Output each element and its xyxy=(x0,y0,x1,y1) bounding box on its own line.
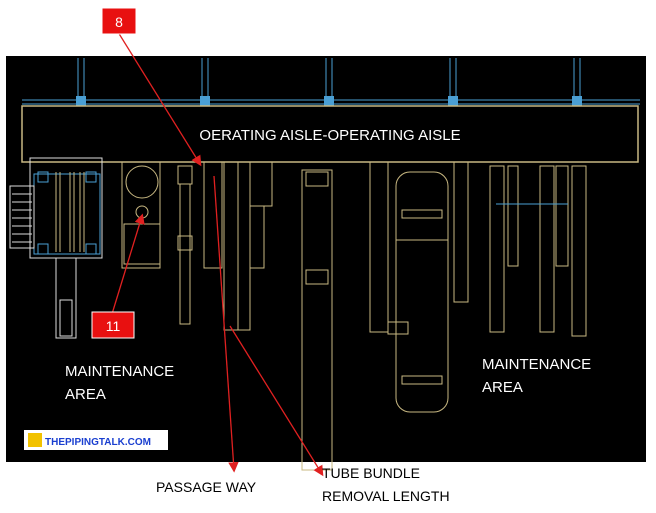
callout-8: 8 xyxy=(101,7,137,35)
maintenance-area-right-line1: MAINTENANCE xyxy=(482,356,591,373)
operating-aisle xyxy=(21,105,639,163)
watermark: THEPIPINGTALK.COM xyxy=(24,430,168,450)
tube-bundle-label-line2: REMOVAL LENGTH xyxy=(322,488,450,504)
maintenance-area-left-line2: AREA xyxy=(65,386,106,403)
tube-bundle-label-line1: TUBE BUNDLE xyxy=(322,465,420,481)
callout-11-number: 11 xyxy=(106,318,121,334)
callout-11: 11 xyxy=(91,311,135,339)
callout-8-number: 8 xyxy=(115,14,123,30)
leader-lines xyxy=(111,31,324,477)
svg-text:THEPIPINGTALK.COM: THEPIPINGTALK.COM xyxy=(45,437,151,448)
passage-way-label: PASSAGE WAY xyxy=(156,479,257,495)
maintenance-area-right-line2: AREA xyxy=(482,379,523,396)
operating-aisle-label: OERATING AISLE-OPERATING AISLE xyxy=(199,127,460,144)
cad-background xyxy=(6,56,646,462)
pipe-rack xyxy=(22,58,640,106)
maintenance-area-left-line1: MAINTENANCE xyxy=(65,363,174,380)
